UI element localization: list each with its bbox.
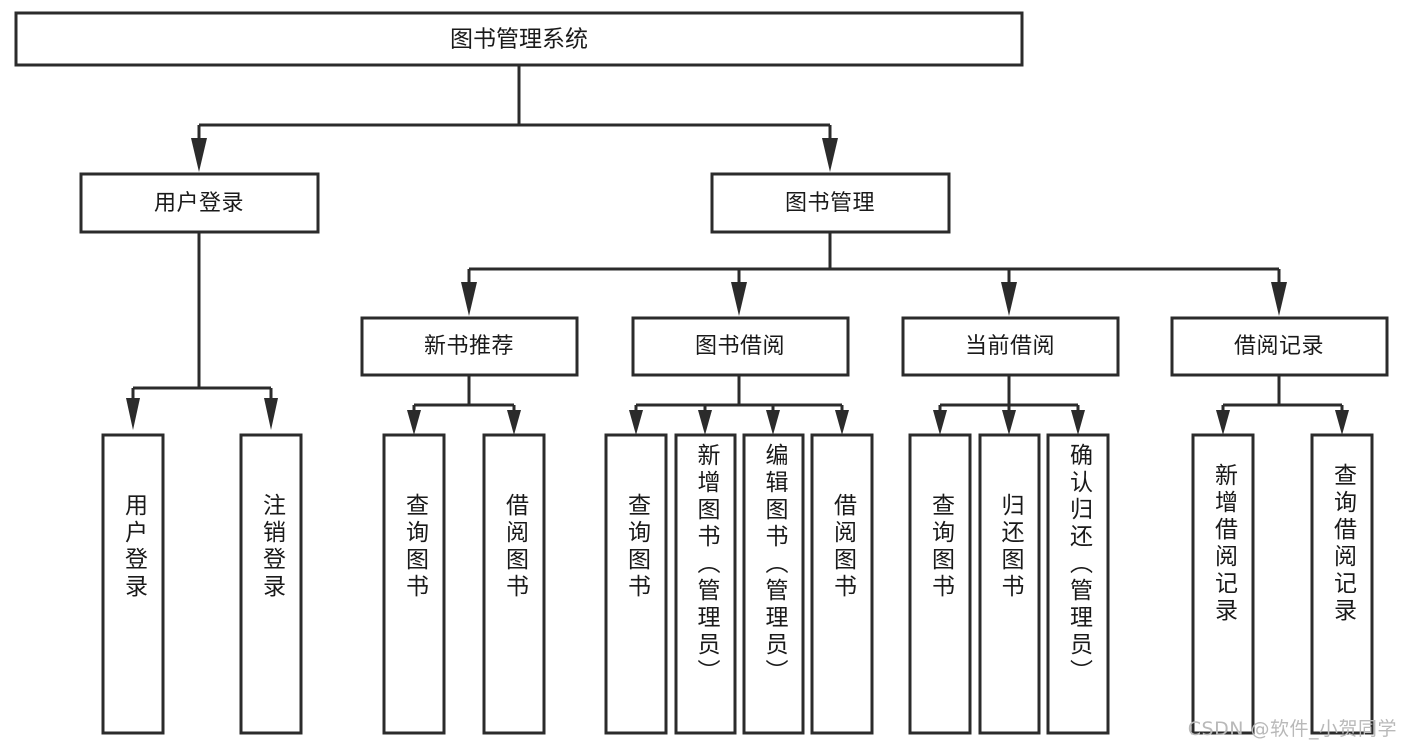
leaf-query-book-1-box[interactable] [382,433,446,735]
node-book-borrow-box[interactable] [631,316,850,377]
connector-group-root [191,65,838,172]
node-borrow-record-box[interactable] [1170,316,1389,377]
leaf-query-book-3-box[interactable] [908,433,972,735]
arrow-head-borrow-record [1271,282,1287,316]
connector-group-current-borrow [933,375,1085,435]
leaf-query-record-box[interactable] [1310,433,1374,735]
leaf-query-book-2-box[interactable] [604,433,668,735]
node-root-box[interactable] [14,11,1024,67]
arrow-head-current-borrow [1001,282,1017,316]
node-current-borrow-box[interactable] [901,316,1120,377]
arrow-head-leaf-return-book [1002,410,1016,435]
connector-group-book-management [461,232,1287,316]
arrow-head-leaf-user-login [126,398,140,430]
node-root[interactable]: 图书管理系统 [14,11,1024,67]
connector-group-borrow-record [1216,375,1349,435]
node-borrow-record[interactable]: 借阅记录 [1170,316,1389,377]
leaf-user-logout-box[interactable] [239,433,303,735]
arrow-head-leaf-query-book-1 [407,410,421,435]
node-user-login[interactable]: 用户登录 [79,172,320,234]
arrow-head-leaf-query-book-3 [933,410,947,435]
connector-group-user-login [126,232,278,430]
node-new-book-recommend-box[interactable] [360,316,579,377]
arrow-head-book-management [822,138,838,172]
node-user-login-box[interactable] [79,172,320,234]
leaf-borrow-book-1-box[interactable] [482,433,546,735]
arrow-head-leaf-user-logout [264,398,278,430]
arrow-head-leaf-confirm-return [1071,410,1085,435]
leaf-edit-book-box[interactable] [742,433,805,735]
arrow-head-leaf-add-book [698,410,712,435]
arrow-head-leaf-borrow-book-2 [835,410,849,435]
connector-group-book-borrow [629,375,849,435]
arrow-head-book-borrow [731,282,747,316]
arrow-head-leaf-query-record [1335,410,1349,435]
node-book-borrow-label: 图书借阅 [695,334,785,359]
leaf-borrow-book-2-box[interactable] [810,433,874,735]
arrow-head-leaf-add-record [1216,410,1230,435]
node-book-management-box[interactable] [710,172,951,234]
csdn-watermark: CSDN @软件_小贺同学 [1187,718,1397,740]
node-borrow-record-label: 借阅记录 [1234,334,1324,359]
arrow-head-user-login [191,138,207,172]
node-book-management[interactable]: 图书管理 [710,172,951,234]
node-current-borrow[interactable]: 当前借阅 [901,316,1120,377]
arrow-head-leaf-borrow-book-1 [507,410,521,435]
node-new-book-recommend[interactable]: 新书推荐 [360,316,579,377]
leaf-add-book-box[interactable] [674,433,737,735]
node-root-label: 图书管理系统 [450,27,588,53]
arrow-head-leaf-query-book-2 [629,410,643,435]
node-user-login-label: 用户登录 [154,191,244,216]
node-current-borrow-label: 当前借阅 [965,334,1055,359]
leaf-add-record-box[interactable] [1191,433,1255,735]
arrow-head-leaf-edit-book [766,410,780,435]
arrow-head-new-book-recommend [461,282,477,316]
leaf-user-login-box[interactable] [101,433,165,735]
leaf-return-book-box[interactable] [978,433,1041,735]
node-new-book-recommend-label: 新书推荐 [424,334,514,359]
node-book-management-label: 图书管理 [785,191,875,216]
leaf-confirm-return-box[interactable] [1046,433,1110,735]
connector-group-new-book-recommend [407,375,521,435]
node-book-borrow[interactable]: 图书借阅 [631,316,850,377]
